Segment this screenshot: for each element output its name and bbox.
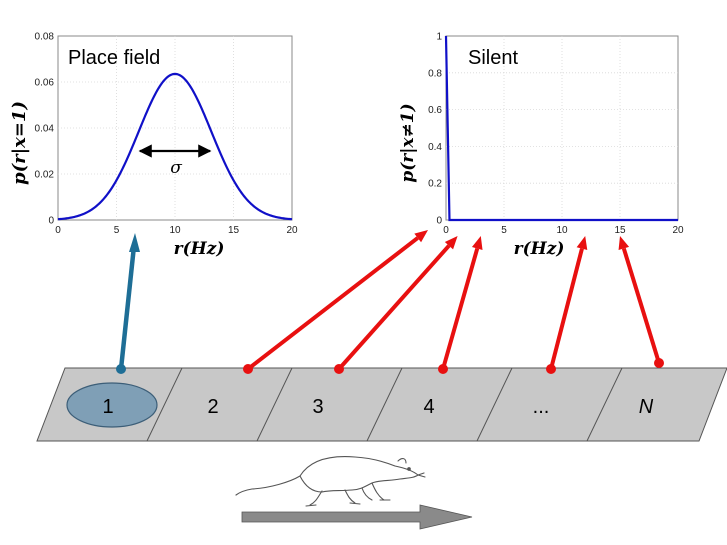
silent-ytick-label: 0.8 — [428, 68, 442, 79]
silent-ytick-label: 0.6 — [428, 105, 442, 116]
place-cell-arrow — [118, 245, 137, 370]
silent-xtick-label: 15 — [614, 225, 626, 236]
active-place-cell-ellipse — [66, 382, 158, 428]
linear-track: 1 2 3 4 ... N — [36, 367, 727, 442]
silent-ytick-label: 0.2 — [428, 179, 442, 190]
direction-arrow — [241, 504, 473, 530]
silent-cell-arrow-origin — [438, 364, 448, 374]
track-cell-label-1: 1 — [102, 396, 113, 418]
silent-title: Silent — [468, 47, 518, 69]
track-cell-label-4: 4 — [423, 396, 434, 418]
silent-cell-arrow — [621, 247, 661, 364]
silent-cell-arrow-head — [618, 236, 630, 251]
silent-cell-arrow-origin — [243, 364, 253, 374]
place-cell-arrow-head — [129, 233, 140, 252]
track-divider-5 — [586, 367, 623, 442]
silent-ylabel: p(r|x≠1) — [398, 103, 418, 182]
rat-icon — [235, 456, 426, 507]
place-ytick-label: 0 — [48, 216, 54, 227]
place-ytick-label: 0.08 — [35, 32, 55, 43]
track-cell-label-2: 2 — [207, 396, 218, 418]
silent-cell-arrow-origin — [654, 358, 664, 368]
place-field-ylabel: p(r|x=1) — [9, 101, 30, 185]
place-field-title: Place field — [68, 47, 160, 69]
place-xtick-label: 15 — [228, 225, 240, 236]
track-cell-label-3: 3 — [312, 396, 323, 418]
place-cell-arrow-origin — [116, 364, 126, 374]
sigma-label: σ — [170, 158, 182, 178]
silent-cell-arrow — [337, 244, 451, 371]
silent-cell-arrow-head — [471, 236, 483, 251]
track-divider-2 — [256, 367, 293, 442]
track-divider-1 — [146, 367, 183, 442]
silent-cell-arrow-origin — [546, 364, 556, 374]
silent-ytick-label: 0 — [436, 216, 442, 227]
silent-xlabel: r(Hz) — [514, 239, 565, 259]
silent-chart: 0 5 10 15 20 0 0.2 0.4 0.6 0.8 1 Silent p(r|x≠1) r… — [398, 32, 684, 260]
place-field-curve — [57, 72, 293, 221]
silent-xtick-label: 20 — [672, 225, 684, 236]
track-divider-4 — [476, 367, 513, 442]
track-cell-label-6: N — [639, 396, 654, 418]
track-divider-3 — [366, 367, 403, 442]
place-field-grid — [58, 36, 292, 220]
silent-xtick-label: 10 — [556, 225, 568, 236]
silent-xtick-label: 0 — [443, 225, 449, 236]
place-ytick-label: 0.02 — [35, 170, 55, 181]
silent-ytick-label: 1 — [436, 32, 442, 43]
place-ytick-label: 0.06 — [35, 78, 55, 89]
silent-ticks: 0 5 10 15 20 0 0.2 0.4 0.6 0.8 1 — [428, 32, 684, 237]
place-xtick-label: 10 — [169, 225, 181, 236]
silent-cell-arrow — [549, 248, 584, 370]
place-xtick-label: 0 — [55, 225, 61, 236]
place-ytick-label: 0.04 — [35, 124, 55, 135]
track-body — [36, 367, 727, 442]
silent-curve — [444, 35, 678, 222]
silent-cell-arrow — [246, 236, 419, 371]
silent-cell-arrow-head — [576, 236, 588, 250]
silent-grid — [446, 36, 678, 220]
silent-cell-arrow-origin — [334, 364, 344, 374]
place-field-xlabel: r(Hz) — [174, 239, 225, 259]
cell-to-chart-arrows — [116, 230, 664, 374]
track-cell-label-5: ... — [533, 396, 550, 418]
silent-cell-arrow-head — [444, 236, 458, 250]
place-field-ticks: 0 5 10 15 20 0 0.02 0.04 0.06 0.08 — [35, 32, 298, 237]
silent-cell-arrow-head — [414, 230, 428, 243]
silent-cell-arrows — [243, 230, 664, 374]
silent-ytick-label: 0.4 — [428, 142, 442, 153]
place-xtick-label: 20 — [286, 225, 298, 236]
silent-cell-arrow — [441, 247, 480, 370]
silent-xtick-label: 5 — [501, 225, 507, 236]
place-xtick-label: 5 — [114, 225, 120, 236]
